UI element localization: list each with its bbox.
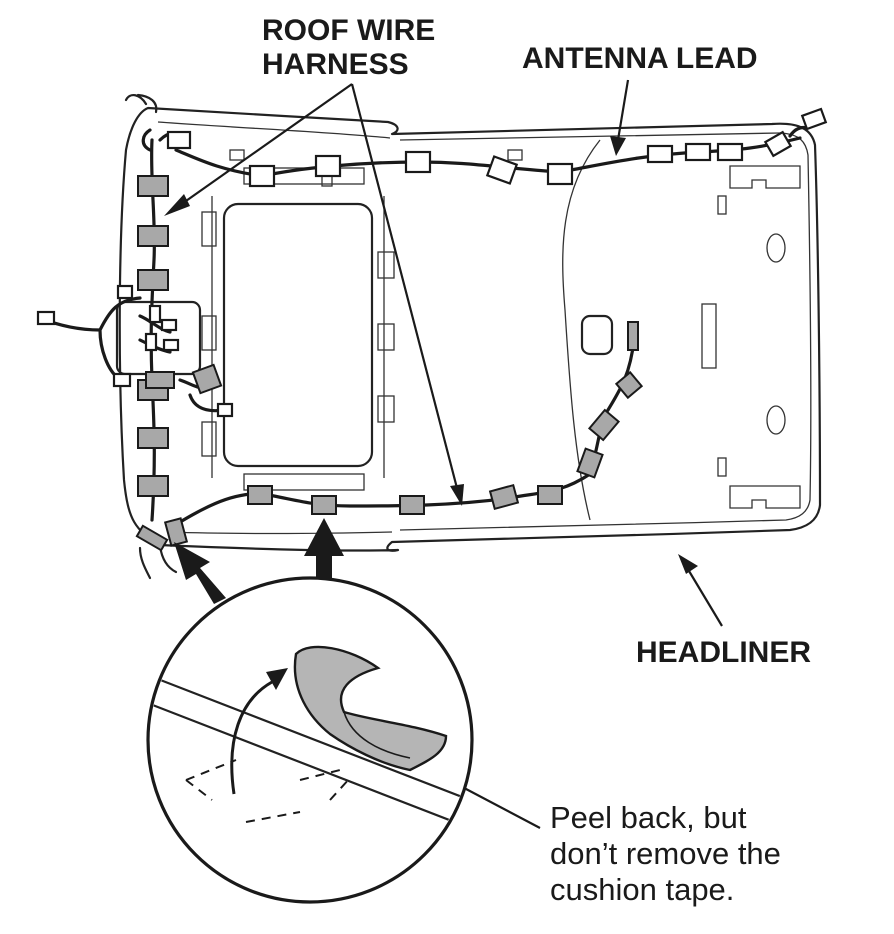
detail-arrows	[174, 518, 344, 604]
detail-arrow-left	[174, 542, 226, 604]
connector	[144, 332, 158, 352]
connector	[485, 155, 519, 185]
clip	[201, 421, 217, 457]
connector	[135, 524, 169, 552]
connector	[216, 402, 234, 418]
connector	[488, 483, 520, 511]
connector	[145, 371, 175, 389]
label-headliner: HEADLINER	[636, 636, 811, 669]
clip	[377, 395, 395, 423]
connector	[627, 321, 639, 351]
connector	[137, 427, 169, 449]
cushion-tape	[293, 645, 448, 772]
connector	[137, 475, 169, 497]
slot	[717, 457, 727, 477]
connector	[112, 372, 132, 388]
connector	[537, 485, 563, 505]
clip	[229, 149, 245, 161]
connector	[137, 175, 169, 197]
connector	[116, 284, 134, 300]
connector	[166, 130, 192, 150]
connector	[137, 225, 169, 247]
clip	[201, 211, 217, 247]
note-line-1: Peel back, but	[550, 800, 747, 835]
detail-arrow-right	[304, 518, 344, 586]
connector	[163, 517, 189, 547]
connector	[404, 150, 432, 174]
detail-circle	[146, 576, 474, 904]
connector	[137, 269, 169, 291]
connector	[247, 485, 273, 505]
connector	[399, 495, 425, 515]
note-line-3: cushion tape.	[550, 872, 734, 907]
cushion-tape-detail	[146, 576, 474, 904]
label-antenna-lead: ANTENNA LEAD	[522, 42, 758, 75]
connector	[684, 142, 712, 162]
connector	[311, 495, 337, 515]
hole	[766, 405, 786, 435]
note-line-2: don’t remove the	[550, 836, 781, 871]
slot	[717, 195, 727, 215]
clip	[507, 149, 523, 161]
connector	[148, 304, 162, 324]
connector	[160, 318, 178, 332]
clip	[377, 323, 395, 351]
connector	[587, 408, 621, 442]
connector	[546, 162, 574, 186]
connector	[646, 144, 674, 164]
clip	[377, 251, 395, 279]
rear-bracket	[729, 485, 801, 509]
connector	[191, 363, 223, 395]
connector	[763, 130, 793, 158]
sunroof-opening	[222, 202, 374, 468]
connector	[314, 154, 342, 178]
connector	[576, 447, 604, 479]
label-roof-wire-harness-1: ROOF WIRE	[262, 14, 435, 47]
connector	[162, 338, 180, 352]
connector	[248, 164, 276, 188]
slot	[701, 303, 717, 369]
clip	[201, 315, 217, 351]
connector	[36, 310, 56, 326]
label-roof-wire-harness-2: HARNESS	[262, 48, 409, 81]
connector	[614, 370, 644, 400]
roof-wire-harness	[36, 107, 828, 552]
connector	[716, 142, 744, 162]
clip	[243, 473, 365, 491]
connector	[800, 107, 828, 131]
grab-handle-recess	[580, 314, 614, 356]
rear-bracket	[729, 165, 801, 189]
hole	[766, 233, 786, 263]
